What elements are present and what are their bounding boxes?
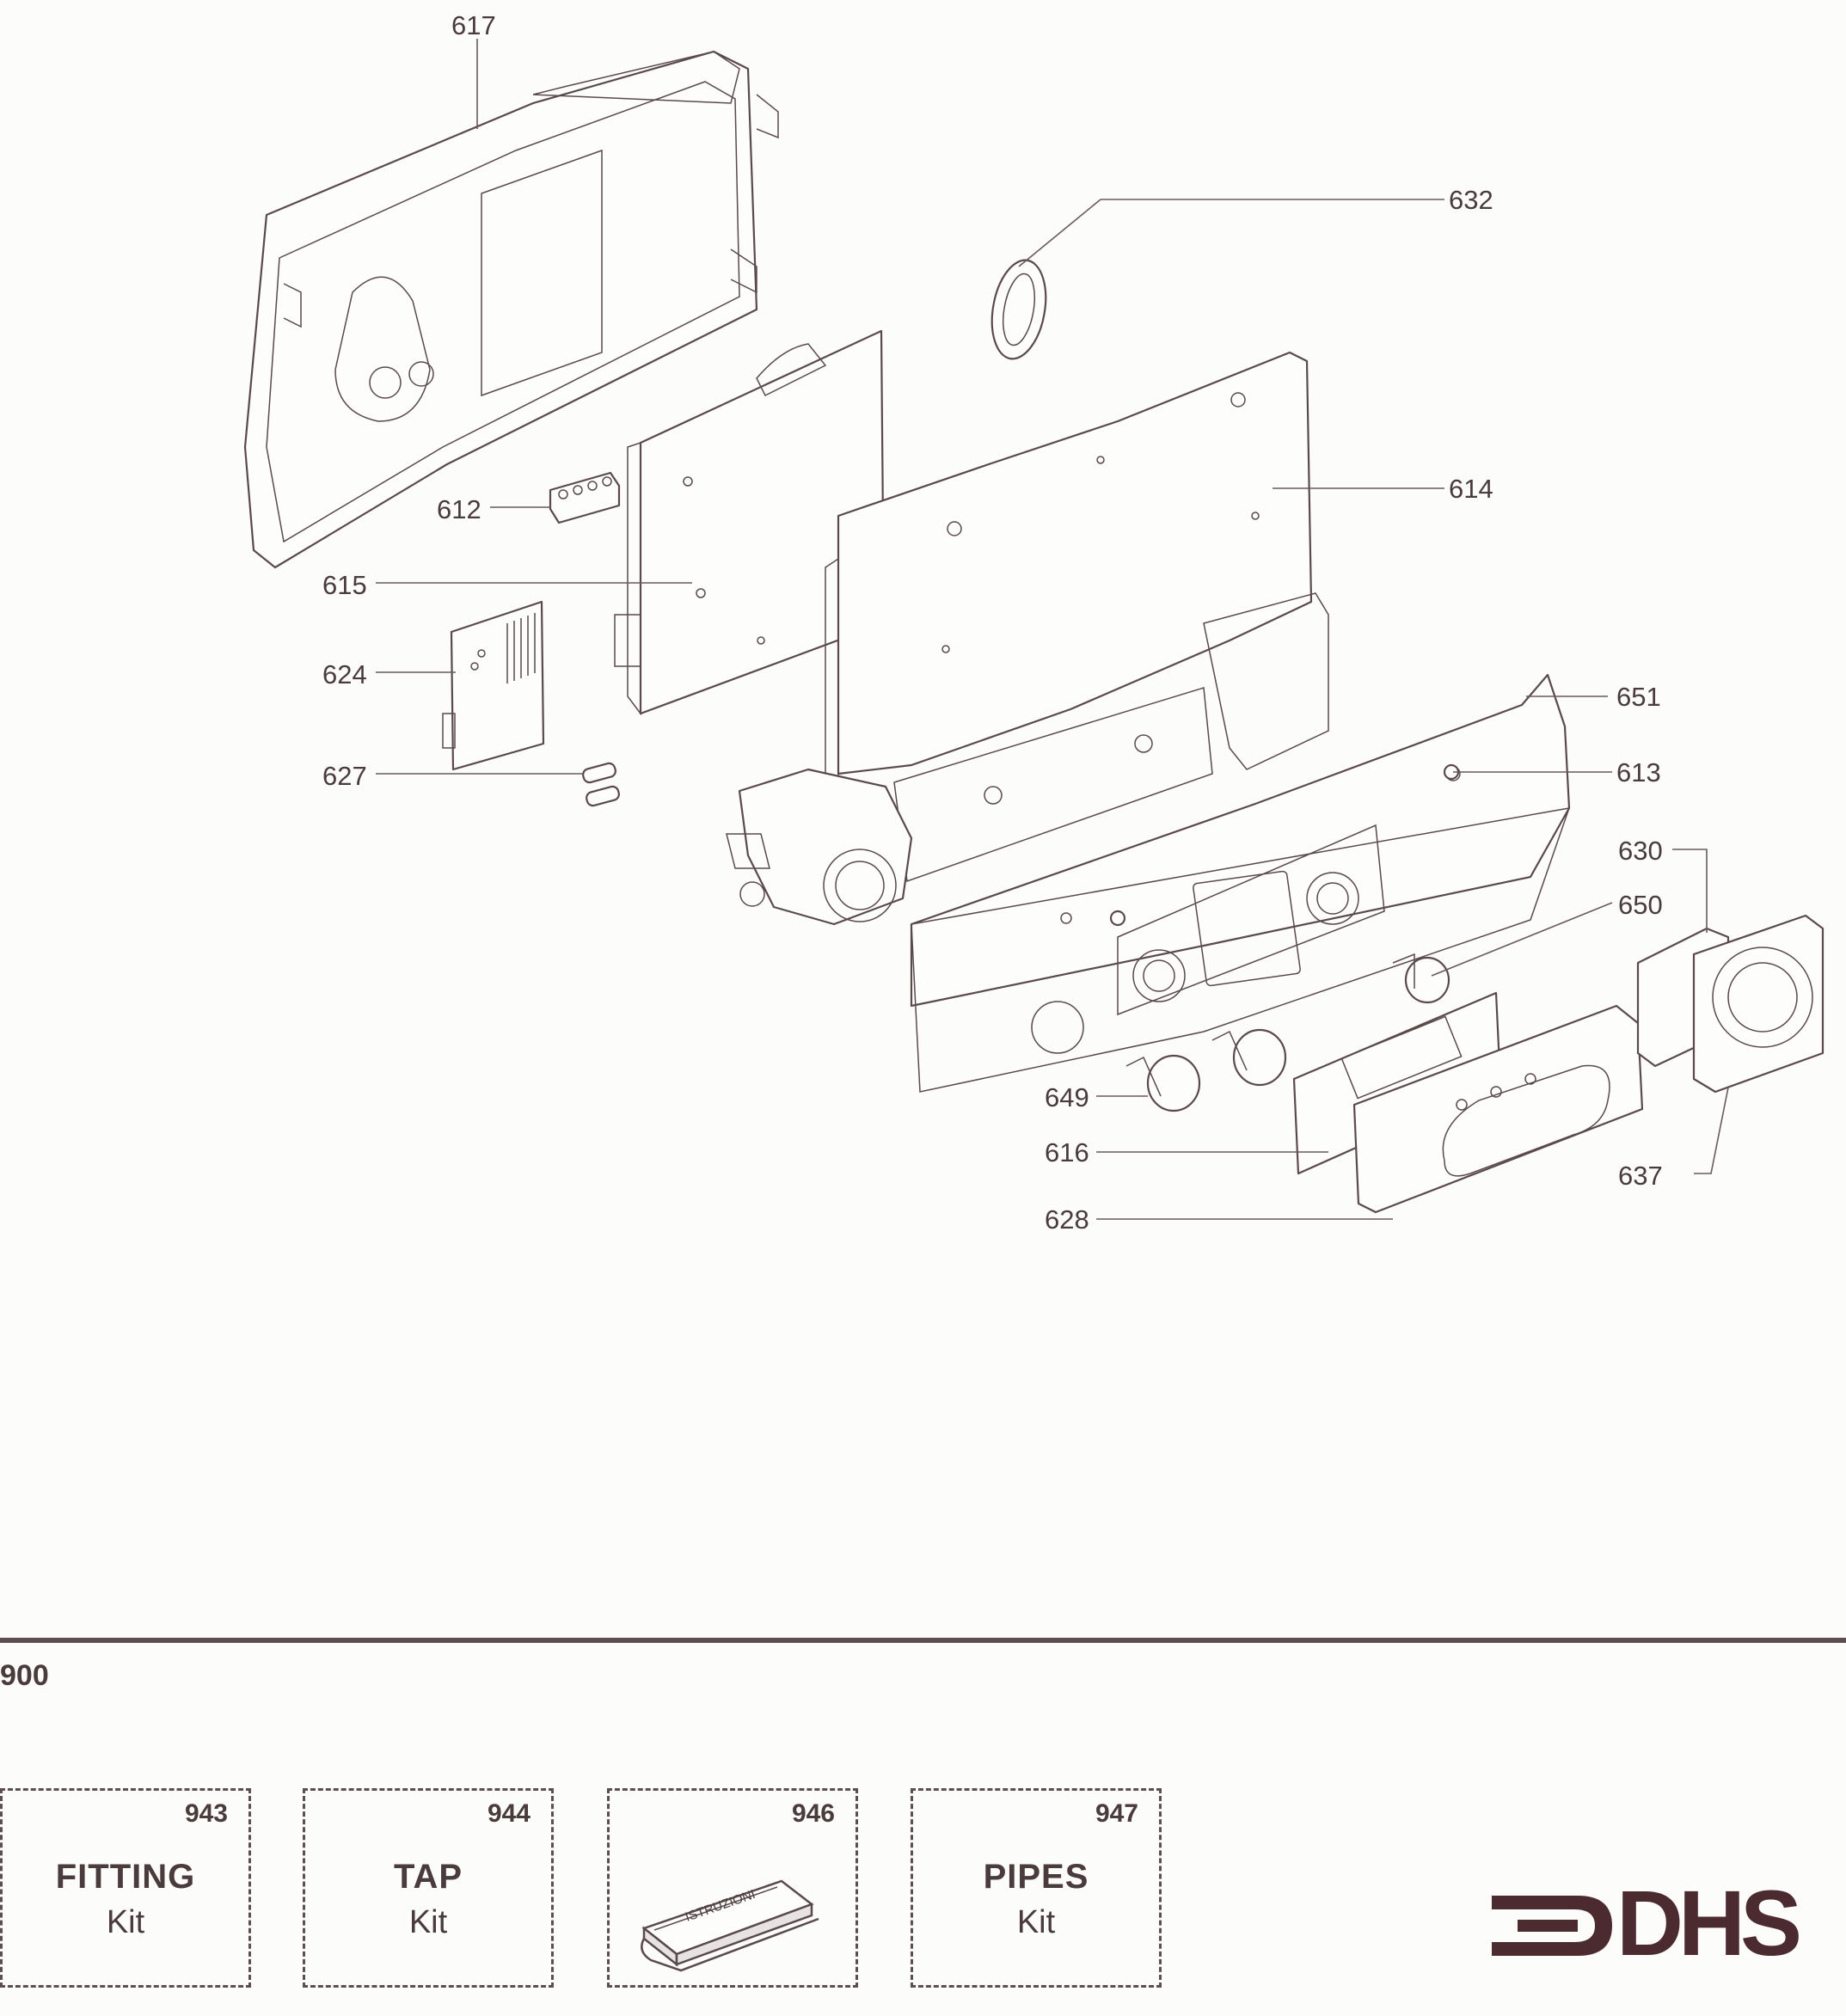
callout-614: 614 bbox=[1449, 474, 1493, 504]
part-617-rear-cover bbox=[245, 52, 778, 567]
kit-sub: Kit bbox=[408, 1904, 448, 1940]
part-650-knob bbox=[1393, 954, 1449, 1002]
section-number: 900 bbox=[0, 1659, 49, 1692]
part-624-display-pcb bbox=[443, 602, 543, 769]
exploded-parts-diagram: 617 632 612 614 615 624 651 627 613 630 … bbox=[0, 10, 1846, 1235]
kit-code: 946 bbox=[791, 1799, 835, 1828]
part-613-screws bbox=[1111, 765, 1458, 925]
callout-630: 630 bbox=[1618, 836, 1663, 866]
callout-624: 624 bbox=[322, 659, 367, 689]
kit-pipes: 947 PIPES Kit bbox=[911, 1788, 1162, 1988]
callout-651: 651 bbox=[1616, 682, 1661, 712]
hydraulic-manifold bbox=[727, 769, 911, 924]
callout-615: 615 bbox=[322, 570, 367, 600]
callout-650: 650 bbox=[1618, 890, 1663, 920]
callout-612: 612 bbox=[437, 494, 481, 524]
instruction-booklet-icon: ISTRUZIONI bbox=[641, 1879, 819, 1972]
callout-617: 617 bbox=[451, 10, 496, 40]
callout-637: 637 bbox=[1618, 1161, 1663, 1191]
part-630-display-module bbox=[1638, 916, 1823, 1092]
part-628-control-cover bbox=[1354, 1006, 1642, 1212]
part-614-control-panel-frame bbox=[825, 352, 1328, 881]
dhs-logo-text: DHS bbox=[1616, 1871, 1802, 1975]
part-632-grommet bbox=[984, 256, 1052, 364]
callout-627: 627 bbox=[322, 761, 367, 791]
section-divider bbox=[0, 1638, 1846, 1643]
kit-code: 947 bbox=[1095, 1799, 1138, 1828]
dhs-logo-mark bbox=[1492, 1896, 1612, 1956]
kit-manual: 946 ISTRUZIONI bbox=[607, 1788, 858, 1988]
callout-632: 632 bbox=[1449, 185, 1493, 215]
callout-613: 613 bbox=[1616, 757, 1661, 787]
kit-tap: 944 TAP Kit bbox=[303, 1788, 554, 1988]
part-649-knob-1 bbox=[1126, 1056, 1199, 1111]
kit-sub: Kit bbox=[106, 1904, 145, 1940]
kit-name: FITTING bbox=[55, 1858, 196, 1896]
kit-name: PIPES bbox=[983, 1858, 1089, 1896]
kit-code: 944 bbox=[487, 1799, 530, 1828]
part-651-fascia bbox=[911, 675, 1569, 1092]
part-649-knob-2 bbox=[1212, 1030, 1285, 1085]
part-627-fuses bbox=[582, 762, 621, 806]
kit-name: TAP bbox=[393, 1858, 463, 1896]
callout-628: 628 bbox=[1045, 1204, 1089, 1235]
part-612-terminal-block bbox=[550, 473, 619, 523]
kit-fitting: 943 FITTING Kit bbox=[0, 1788, 251, 1988]
callout-616: 616 bbox=[1045, 1137, 1089, 1167]
kit-sub: Kit bbox=[1016, 1904, 1056, 1940]
kit-code: 943 bbox=[184, 1799, 228, 1828]
callout-649: 649 bbox=[1045, 1082, 1089, 1112]
